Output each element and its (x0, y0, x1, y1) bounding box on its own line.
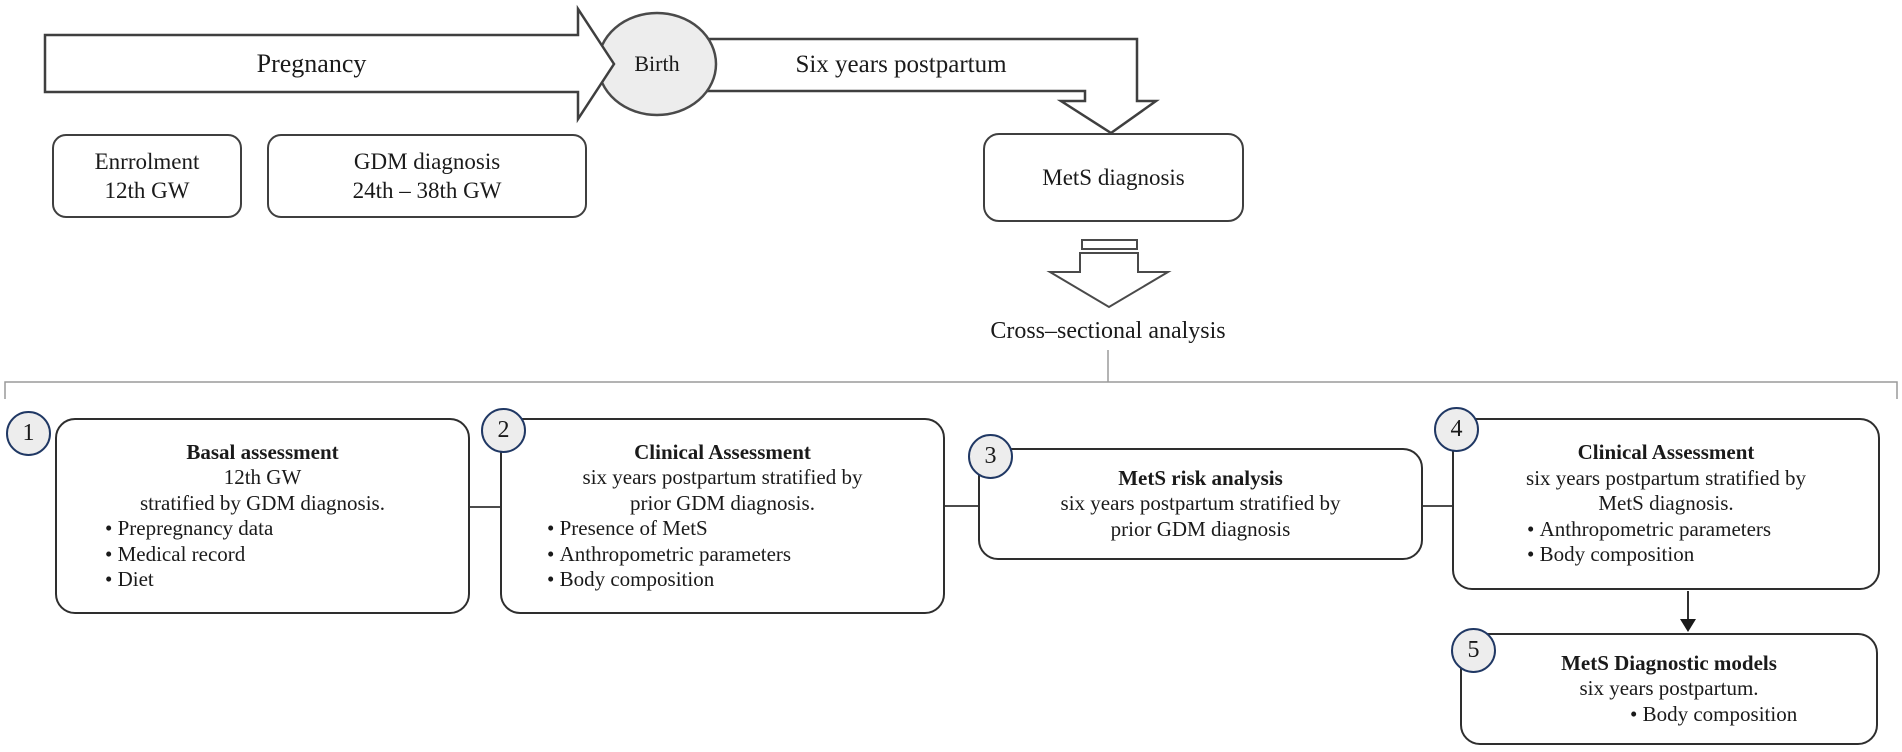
step-badge-4: 4 (1434, 407, 1479, 452)
mets-risk-analysis-box: MetS risk analysis six years postpartum … (978, 448, 1423, 560)
cross-sectional-analysis-label: Cross–sectional analysis (990, 317, 1226, 344)
box4-bullet: Anthropometric parameters (1527, 517, 1772, 543)
box2-bullet-list: Presence of MetS Anthropometric paramete… (547, 516, 792, 593)
box1-title: Basal assessment (186, 439, 339, 464)
box2-bullet: Anthropometric parameters (547, 542, 792, 568)
pregnancy-arrow (43, 4, 616, 124)
box2-bullet: Body composition (547, 567, 791, 593)
box2-title: Clinical Assessment (634, 439, 811, 464)
box1-bullet: Prepregnancy data (105, 516, 274, 542)
box4-bullet: Body composition (1527, 542, 1771, 568)
clinical-assessment-mets-box: Clinical Assessment six years postpartum… (1452, 418, 1880, 590)
step-badge-1: 1 (6, 411, 51, 456)
box4-title: Clinical Assessment (1577, 440, 1755, 465)
box4-line3: MetS diagnosis. (1598, 491, 1734, 516)
enrolment-box-line2: 12th GW (104, 178, 190, 203)
down-arrow-stripe (1081, 239, 1138, 250)
box1-bullet-list: Prepregnancy data Medical record Diet (105, 516, 274, 593)
birth-label: Birth (634, 51, 680, 76)
box1-line2: 12th GW (223, 465, 302, 489)
clinical-assessment-gdm-box: Clinical Assessment six years postpartum… (500, 418, 945, 614)
box4-box5-arrowhead (1680, 619, 1696, 632)
box2-line2: six years postpartum stratified by (582, 465, 863, 489)
box2-line3: prior GDM diagnosis. (630, 490, 815, 515)
box3-title: MetS risk analysis (1118, 465, 1283, 490)
postpartum-bent-arrow (698, 37, 1160, 135)
box5-title: MetS Diagnostic models (1561, 650, 1777, 675)
box4-bullet-list: Anthropometric parameters Body compositi… (1527, 517, 1772, 568)
box1-bullet: Diet (105, 567, 273, 593)
box1-line3: stratified by GDM diagnosis. (140, 490, 385, 515)
step-badge-2: 2 (481, 408, 526, 453)
box1-bullet: Medical record (105, 542, 273, 568)
box5-line2: six years postpartum. (1579, 676, 1759, 701)
enrolment-box: Enrrolment 12th GW (52, 134, 242, 218)
step-badge-3: 3 (968, 434, 1013, 479)
mets-box-label: MetS diagnosis (1042, 165, 1185, 190)
box5-bullet-list: Body composition (1630, 702, 1798, 728)
pregnancy-arrow-label: Pregnancy (256, 48, 367, 78)
enrolment-box-line1: Enrrolment (94, 149, 200, 174)
gdm-box-line1: GDM diagnosis (353, 149, 501, 174)
assessment-bracket (4, 381, 1898, 399)
postpartum-arrow-label: Six years postpartum (795, 51, 1007, 78)
gdm-diagnosis-box: GDM diagnosis 24th – 38th GW (267, 134, 587, 218)
down-block-arrow (1046, 252, 1172, 309)
mets-diagnosis-box: MetS diagnosis (983, 133, 1244, 222)
box2-bullet: Presence of MetS (547, 516, 791, 542)
basal-assessment-box: Basal assessment 12th GW stratified by G… (55, 418, 470, 614)
step-badge-5: 5 (1451, 628, 1496, 673)
mets-diagnostic-models-box: MetS Diagnostic models six years postpar… (1460, 633, 1878, 745)
box3-line2: six years postpartum stratified by (1060, 491, 1341, 516)
box5-bullet: Body composition (1630, 702, 1798, 728)
box3-line3: prior GDM diagnosis (1110, 516, 1291, 541)
box4-line2: six years postpartum stratified by (1526, 465, 1806, 490)
gdm-box-line2: 24th – 38th GW (352, 178, 502, 203)
